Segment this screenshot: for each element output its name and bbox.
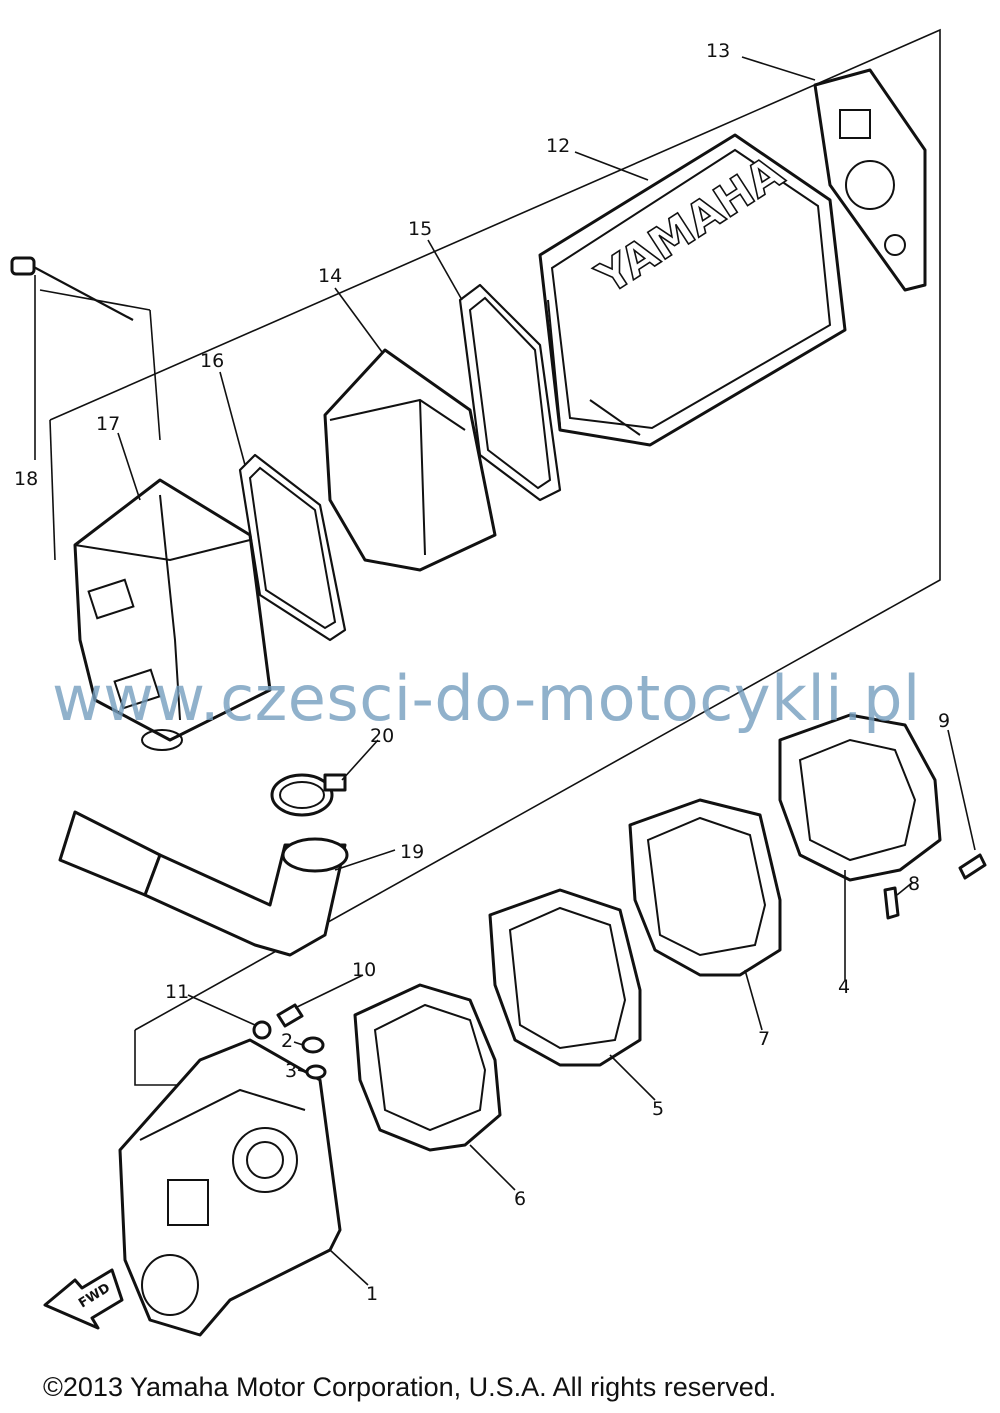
muffler-body: YAMAHA	[538, 133, 847, 447]
inner-chamber	[323, 348, 497, 572]
fwd-arrow-icon: FWD	[43, 1268, 124, 1330]
copyright-notice: ©2013 Yamaha Motor Corporation, U.S.A. A…	[43, 1372, 777, 1402]
callout-10: 10	[352, 959, 376, 981]
leader-lines	[34, 56, 976, 1286]
callout-20: 20	[370, 725, 394, 747]
callout-labels: 13 12 15 14 16 17 18 20 19 10 11 2 3 1 6…	[14, 40, 950, 1305]
hose-clamp	[270, 773, 347, 817]
gasket-16	[238, 453, 347, 642]
callout-5: 5	[652, 1098, 664, 1120]
housing-4	[778, 713, 942, 882]
callout-3: 3	[285, 1060, 297, 1082]
callout-14: 14	[318, 265, 342, 287]
muffler-case	[73, 478, 272, 751]
callout-18: 18	[14, 468, 38, 490]
callout-17: 17	[96, 413, 120, 435]
callout-1: 1	[366, 1283, 378, 1305]
callout-11: 11	[165, 981, 189, 1003]
small-hardware	[252, 1003, 327, 1080]
long-bolt	[10, 256, 134, 321]
plate-6	[353, 983, 502, 1152]
callout-13: 13	[706, 40, 730, 62]
callout-7: 7	[758, 1028, 770, 1050]
plate-7	[628, 798, 782, 977]
callout-8: 8	[908, 873, 920, 895]
callout-9: 9	[938, 710, 950, 732]
watermark-text: www.czesci-do-motocykli.pl	[52, 662, 921, 735]
end-plate	[813, 68, 927, 292]
plate-5	[488, 888, 642, 1067]
assembly-guide-lines	[39, 28, 941, 1086]
callout-4: 4	[838, 976, 850, 998]
callout-6: 6	[514, 1188, 526, 1210]
callout-12: 12	[546, 135, 570, 157]
bolts-8-9	[883, 853, 987, 920]
callout-19: 19	[400, 841, 424, 863]
exhaust-hose	[58, 810, 349, 957]
callout-2: 2	[281, 1030, 293, 1052]
callout-16: 16	[200, 350, 224, 372]
callout-15: 15	[408, 218, 432, 240]
